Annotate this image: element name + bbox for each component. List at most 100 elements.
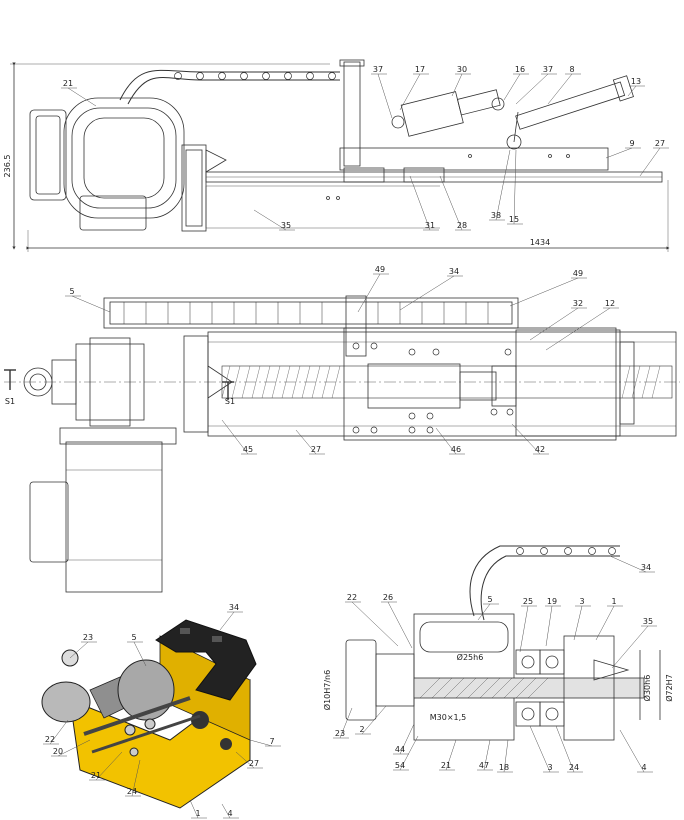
- section-callout-leader: [445, 739, 457, 771]
- section-dimension: Ø10H7/n6: [322, 670, 332, 710]
- top-callout-label: 45: [243, 445, 253, 454]
- iso-callout-leader: [235, 751, 255, 769]
- top-callout-leader: [221, 419, 249, 455]
- side-callout-label: 9: [629, 139, 634, 148]
- iso-callout-label: 22: [45, 735, 55, 744]
- section-callout-leader: [619, 729, 645, 773]
- iso-callout-label: 23: [83, 633, 93, 642]
- side-callout-label: 8: [569, 65, 574, 74]
- section-callout-label: 22: [347, 593, 357, 602]
- section-callout-leader: [339, 707, 353, 739]
- section-callout-leader: [529, 725, 551, 773]
- top-callout-leader: [509, 277, 579, 307]
- side-callout-label: 30: [457, 65, 467, 74]
- side-callout-leader: [409, 175, 431, 231]
- section-callout-leader: [387, 601, 413, 649]
- section-callout-leader: [399, 723, 415, 755]
- side-callout-leader: [495, 149, 511, 221]
- section-callout-label: 4: [641, 763, 646, 772]
- top-view: [4, 295, 680, 593]
- section-dimension: M30×1,5: [430, 713, 467, 722]
- top-callout-leader: [71, 295, 111, 313]
- side-callout-leader: [451, 73, 463, 97]
- section-callout-leader: [609, 555, 647, 573]
- side-callout-label: 17: [415, 65, 425, 74]
- top-callout-label: 49: [573, 269, 583, 278]
- iso-callout-leader: [131, 759, 141, 797]
- side-callout-label: 31: [425, 221, 435, 230]
- section-callout-label: 44: [395, 745, 405, 754]
- iso-callout-leader: [133, 641, 147, 667]
- side-callout-leader: [605, 147, 633, 159]
- section-callout-leader: [483, 739, 491, 771]
- side-callout-label: 38: [491, 211, 501, 220]
- top-callout-label: 27: [311, 445, 321, 454]
- side-callout-leader: [67, 87, 97, 107]
- side-callout-leader: [439, 175, 463, 231]
- iso-callout-leader: [49, 719, 69, 745]
- iso-callout-label: 7: [269, 737, 274, 746]
- top-callout-label: 5: [69, 287, 74, 296]
- iso-callout-label: 4: [227, 809, 232, 818]
- section-callout-leader: [477, 603, 491, 621]
- top-callout-leader: [295, 429, 317, 455]
- iso-callout-label: 21: [91, 771, 101, 780]
- iso-callout-label: 24: [127, 787, 137, 796]
- side-view-length-dimension: 1434: [530, 238, 550, 247]
- side-callout-label: 13: [631, 77, 641, 86]
- section-callout-label: 3: [579, 597, 584, 606]
- side-callout-leader: [515, 73, 549, 105]
- section-dimension: Ø25h6: [457, 652, 484, 662]
- top-callout-leader: [545, 307, 611, 351]
- iso-callout-label: 34: [229, 603, 239, 612]
- side-callout-label: 16: [515, 65, 525, 74]
- section-callout-leader: [545, 605, 553, 647]
- iso-callout-leader: [221, 803, 231, 819]
- section-callout-label: 18: [499, 763, 509, 772]
- section-callout-leader: [399, 735, 419, 771]
- section-callout-label: 3: [547, 763, 552, 772]
- top-callout-label: 32: [573, 299, 583, 308]
- section-callout-leader: [595, 605, 615, 641]
- side-callout-label: 21: [63, 79, 73, 88]
- iso-callout-label: 1: [195, 809, 200, 818]
- side-callout-leader: [377, 73, 393, 119]
- top-callout-leader: [357, 273, 381, 313]
- iso-callout-label: 5: [131, 633, 136, 642]
- top-callout-label: 46: [451, 445, 461, 454]
- side-callout-leader: [627, 85, 637, 97]
- section-callout-label: 34: [641, 563, 651, 572]
- iso-callout-leader: [219, 611, 235, 631]
- isometric-view: [41, 619, 257, 809]
- top-callout-leader: [435, 427, 457, 455]
- top-callout-leader: [529, 307, 579, 341]
- section-callout-label: 35: [643, 617, 653, 626]
- iso-callout-leader: [69, 641, 89, 659]
- section-callout-label: 23: [335, 729, 345, 738]
- section-callout-leader: [573, 605, 583, 641]
- iso-callout-label: 27: [249, 759, 259, 768]
- top-callout-label: 12: [605, 299, 615, 308]
- side-callout-label: 27: [655, 139, 665, 148]
- section-callout-leader: [611, 625, 649, 669]
- section-callout-label: 47: [479, 761, 489, 770]
- section-callout-label: 21: [441, 761, 451, 770]
- top-callout-leader: [399, 275, 455, 311]
- iso-callout-label: 20: [53, 747, 63, 756]
- section-callout-label: 19: [547, 597, 557, 606]
- side-callout-label: 15: [509, 215, 519, 224]
- section-callout-leader: [351, 601, 399, 647]
- section-callout-label: 54: [395, 761, 405, 770]
- section-mark-label: S1: [5, 397, 15, 406]
- side-callout-leader: [399, 73, 421, 111]
- side-view: [10, 59, 670, 252]
- side-callout-label: 35: [281, 221, 291, 230]
- iso-callout-leader: [57, 739, 91, 757]
- top-callout-label: 49: [375, 265, 385, 274]
- section-callout-label: 2: [359, 725, 364, 734]
